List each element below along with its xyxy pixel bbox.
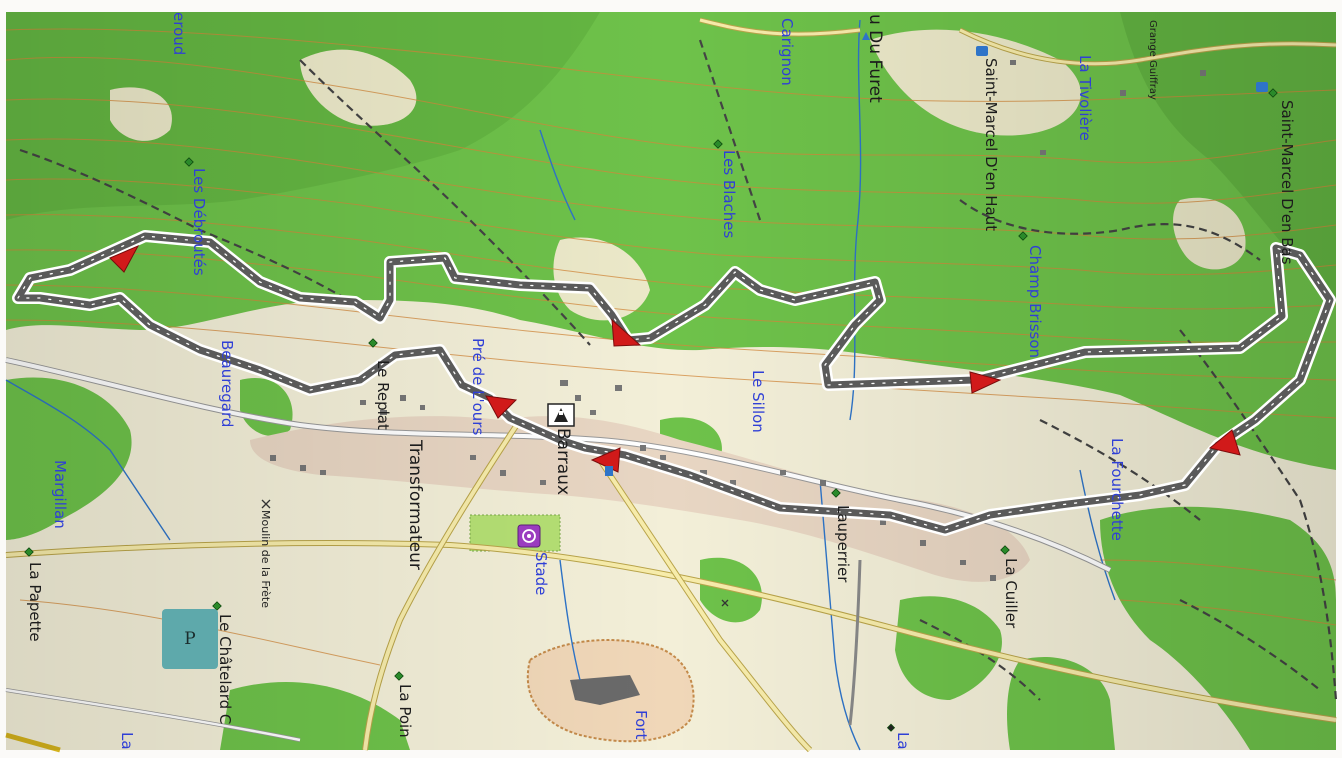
cross-icon xyxy=(261,499,271,509)
place-label: Les Débroutés xyxy=(190,168,208,276)
peak-icon xyxy=(212,601,222,611)
water-point-icon xyxy=(862,32,870,40)
parking-icon[interactable]: P xyxy=(162,609,218,669)
direction-arrow-icon xyxy=(485,395,518,419)
direction-arrow-icon xyxy=(1208,429,1241,456)
place-label: Transformateur xyxy=(405,439,425,570)
peak-icon xyxy=(24,547,34,557)
place-label: La xyxy=(118,732,136,750)
peak-icon xyxy=(886,723,896,732)
peak-markers xyxy=(24,88,1278,732)
cross-icon xyxy=(721,599,729,607)
place-label: u Du Furet xyxy=(865,14,885,103)
place-label: Saint-Marcel D'en Haut xyxy=(982,58,1000,231)
water-point-icon xyxy=(605,466,613,476)
place-label: La Tivolière xyxy=(1076,55,1094,141)
place-label: Champ Brisson xyxy=(1026,245,1044,358)
lodging-icon xyxy=(1256,82,1268,92)
place-label: Lauperrier xyxy=(834,505,852,583)
peak-icon xyxy=(1018,231,1028,241)
place-label: La Fourchette xyxy=(1108,438,1126,541)
lodging-icon xyxy=(976,46,988,56)
peak-icon xyxy=(1268,88,1278,98)
place-label: Stade xyxy=(532,552,550,595)
map-labels: eroud Carignon u Du Furet Grange Guiffra… xyxy=(26,12,1296,750)
hiking-route[interactable] xyxy=(12,230,1336,536)
place-label: Le Châtelard C xyxy=(216,614,234,724)
map-canvas[interactable] xyxy=(5,12,1338,753)
place-label: Les Blaches xyxy=(720,150,738,239)
direction-arrow-icon xyxy=(969,371,1002,394)
place-label: Barraux xyxy=(553,428,573,495)
place-label: Pré de L'ours xyxy=(469,338,487,435)
place-label: Margillan xyxy=(51,460,69,529)
place-label: Saint-Marcel D'en Bas xyxy=(1278,100,1296,265)
place-label: Le Replat xyxy=(374,360,392,430)
stadium-icon xyxy=(517,524,541,548)
church-icon xyxy=(547,403,575,427)
peak-icon xyxy=(394,671,404,681)
peak-icon xyxy=(184,157,194,167)
place-label: Carignon xyxy=(778,18,796,86)
place-label: La xyxy=(894,732,912,750)
place-label: eroud xyxy=(170,12,188,55)
place-label: Fort xyxy=(632,710,650,739)
place-label: Le Sillon xyxy=(749,370,767,433)
peak-icon xyxy=(1000,545,1010,555)
direction-arrow-icon xyxy=(611,318,642,347)
peak-icon xyxy=(713,139,723,149)
place-label: La Cuiller xyxy=(1002,558,1020,629)
peak-icon xyxy=(831,488,841,498)
cross-markers xyxy=(261,499,729,607)
water-points xyxy=(605,32,1268,476)
place-label: Moulin de la Frète xyxy=(259,510,272,608)
place-label: Beauregard xyxy=(218,340,236,427)
place-label: La Papette xyxy=(26,562,44,642)
place-label: La Poin xyxy=(396,684,414,738)
place-label: Grange Guiffray xyxy=(1147,20,1158,100)
peak-icon xyxy=(368,338,378,348)
direction-arrow-icon xyxy=(109,244,140,273)
